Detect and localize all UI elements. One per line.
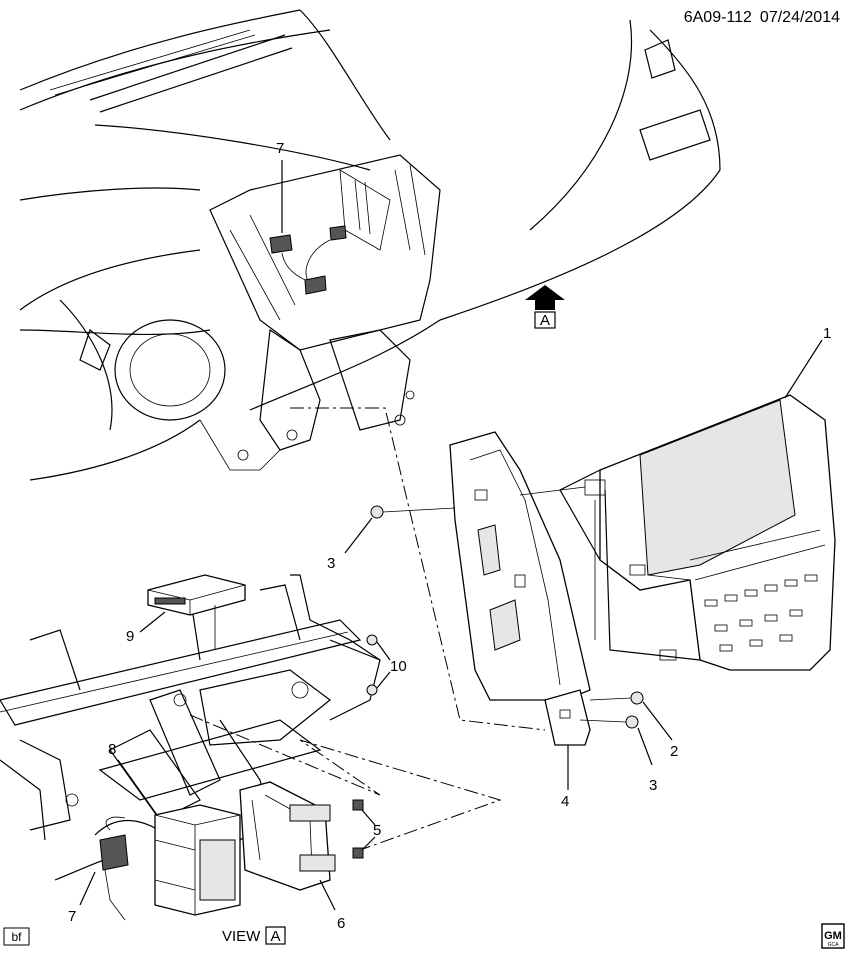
callout-6: 6 bbox=[337, 915, 345, 932]
diagram-header: 6A09-112 07/24/2014 bbox=[684, 9, 840, 26]
callout-1: 1 bbox=[823, 325, 831, 342]
callout-5: 5 bbox=[373, 822, 381, 839]
view-marker-letter: A bbox=[540, 312, 550, 329]
footer-tag-text: bf bbox=[11, 930, 22, 944]
bolt-icon-lower bbox=[366, 684, 378, 696]
view-label: VIEW A bbox=[222, 926, 286, 945]
callout-10: 10 bbox=[390, 658, 407, 675]
bolt-icon bbox=[625, 715, 639, 729]
fasteners-5 bbox=[352, 799, 376, 859]
footer-tag: bf bbox=[3, 927, 30, 946]
doc-date: 07/24/2014 bbox=[760, 9, 840, 26]
callout-3-bottom: 3 bbox=[649, 777, 657, 794]
radio-mounting-bracket-left bbox=[449, 431, 591, 701]
harness-lower bbox=[54, 816, 156, 906]
bolt-icon-upper bbox=[366, 634, 378, 646]
fasteners-10 bbox=[366, 634, 391, 696]
module-8 bbox=[117, 759, 241, 916]
gm-logo-box bbox=[821, 923, 845, 949]
view-label-prefix: VIEW bbox=[222, 928, 261, 945]
gm-logo: GM GCA bbox=[821, 923, 845, 949]
instrument-panel-illustration bbox=[19, 9, 721, 481]
radio-bracket-small bbox=[544, 689, 591, 790]
screw-top bbox=[344, 505, 456, 554]
callout-3-top: 3 bbox=[327, 555, 335, 572]
gm-logo-sub: GCA bbox=[828, 942, 840, 948]
nut-icon bbox=[630, 691, 644, 705]
screw-icon bbox=[370, 505, 384, 519]
view-marker-box bbox=[534, 311, 556, 329]
callout-7-top: 7 bbox=[276, 140, 284, 157]
footer-tag-box bbox=[3, 927, 30, 946]
module-bracket-6 bbox=[239, 781, 336, 911]
doc-id: 6A09-112 bbox=[684, 9, 752, 26]
nut-icon-lower bbox=[352, 847, 364, 859]
nut-icon-upper bbox=[352, 799, 364, 811]
leader-1 bbox=[784, 339, 823, 399]
callout-4: 4 bbox=[561, 793, 569, 810]
view-label-box bbox=[265, 926, 286, 945]
callout-8: 8 bbox=[108, 741, 116, 758]
radio-display-assembly bbox=[519, 394, 836, 671]
gm-logo-text: GM bbox=[824, 930, 842, 942]
callout-9: 9 bbox=[126, 628, 134, 645]
module-9 bbox=[139, 574, 246, 650]
fasteners-right bbox=[579, 691, 673, 766]
leader-dashed-1 bbox=[290, 407, 546, 731]
up-arrow-icon bbox=[525, 285, 565, 310]
view-label-letter: A bbox=[270, 928, 280, 945]
view-direction-arrow: A bbox=[525, 285, 565, 329]
callout-7-bottom: 7 bbox=[68, 908, 76, 925]
callout-2: 2 bbox=[670, 743, 678, 760]
leader-dashed-2 bbox=[189, 714, 502, 851]
